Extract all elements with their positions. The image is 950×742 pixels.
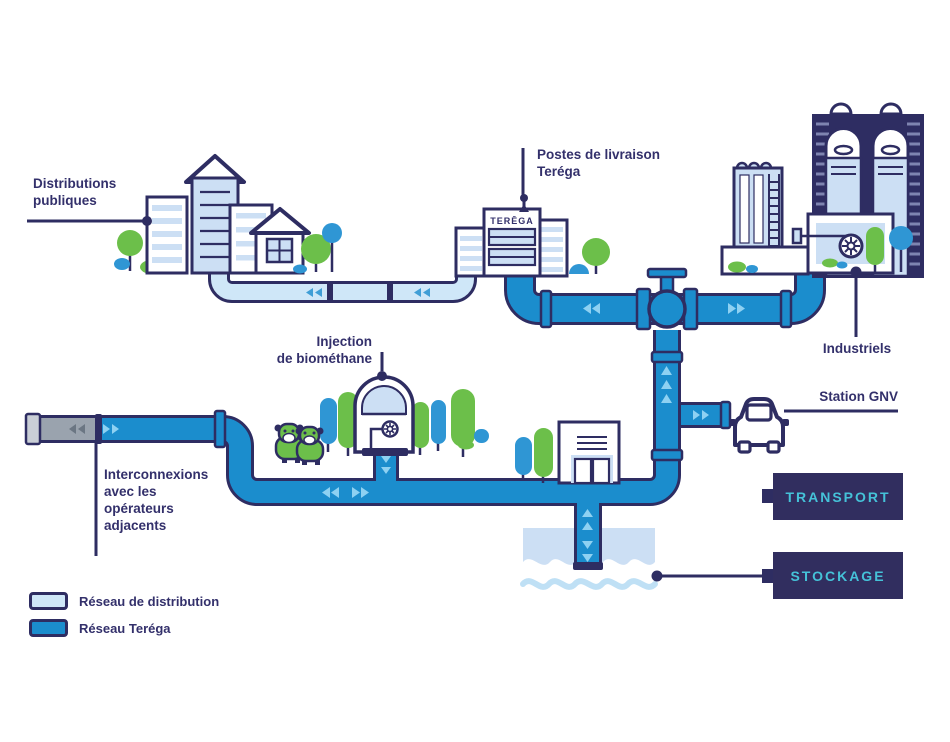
- tree-icon: [889, 226, 913, 250]
- tree-icon: [515, 437, 532, 475]
- gnv-car-icon: [729, 397, 789, 454]
- tree-icon: [117, 230, 143, 256]
- city-buildings-illustration: [114, 154, 342, 275]
- legend-label: Réseau de distribution: [79, 593, 220, 609]
- biomethane-dome-illustration: [274, 371, 553, 483]
- distribution-pipe: [211, 262, 474, 300]
- legend-item-distribution: Réseau de distribution: [29, 592, 219, 610]
- tree-icon: [534, 428, 553, 477]
- tree-icon: [412, 402, 429, 448]
- callout-lines: [27, 148, 898, 583]
- valve-handle: [646, 267, 688, 279]
- bush-icon: [746, 265, 758, 273]
- tree-icon: [338, 392, 358, 448]
- callout-station-gnv: Station GNV: [819, 389, 898, 404]
- tree-icon: [451, 389, 475, 447]
- terega-delivery-station-illustration: TERĒGA: [454, 194, 610, 278]
- bush-icon: [836, 261, 848, 269]
- pipe-fills: [34, 262, 823, 566]
- callout-interconnexions: Interconnexions avec les opérateurs adja…: [104, 467, 209, 533]
- bush-icon: [822, 258, 838, 268]
- tree-icon: [320, 398, 337, 444]
- legend-swatch-distribution: [29, 592, 68, 610]
- terega-sign: TERĒGA: [490, 216, 534, 226]
- callout-injection-biomethane: Injection de biométhane: [276, 334, 372, 366]
- callout-postes-livraison: Postes de livraison Teréga: [537, 147, 661, 179]
- stockage-box: STOCKAGE: [773, 552, 903, 599]
- tree-icon: [431, 400, 446, 444]
- ladder-icon: [768, 174, 780, 248]
- flow-arrows: [69, 288, 745, 562]
- bush-icon: [293, 264, 307, 274]
- door-icon: [591, 457, 611, 485]
- cow-icon: [295, 425, 325, 465]
- pipe-flanges: [24, 281, 793, 570]
- callout-distributions-publiques: Distributions publiques: [33, 176, 117, 208]
- legend-item-terega: Réseau Teréga: [29, 619, 219, 637]
- aquifer-wave-line: [520, 578, 658, 590]
- bush-icon: [569, 264, 589, 274]
- trees: [320, 389, 553, 483]
- valve-junction: [635, 267, 699, 331]
- house-roof: [249, 207, 311, 235]
- callout-industriels: Industriels: [822, 341, 892, 356]
- valve-ball: [647, 289, 687, 329]
- legend: Réseau de distribution Réseau Teréga: [29, 592, 219, 637]
- tree-icon: [301, 234, 331, 264]
- door-icon: [573, 457, 593, 485]
- terega-lower-pipe: [98, 330, 678, 503]
- bush-icon: [114, 258, 130, 270]
- tree-icon: [582, 238, 610, 266]
- legend-swatch-terega: [29, 619, 68, 637]
- bush-icon: [474, 429, 489, 443]
- transport-box: TRANSPORT: [773, 473, 903, 520]
- legend-label: Réseau Teréga: [79, 620, 171, 636]
- industrial-site-illustration: [720, 102, 924, 278]
- bush-icon: [728, 261, 746, 273]
- tree-icon: [322, 223, 342, 243]
- door-station-illustration: [557, 420, 621, 485]
- bush-icon: [458, 440, 474, 450]
